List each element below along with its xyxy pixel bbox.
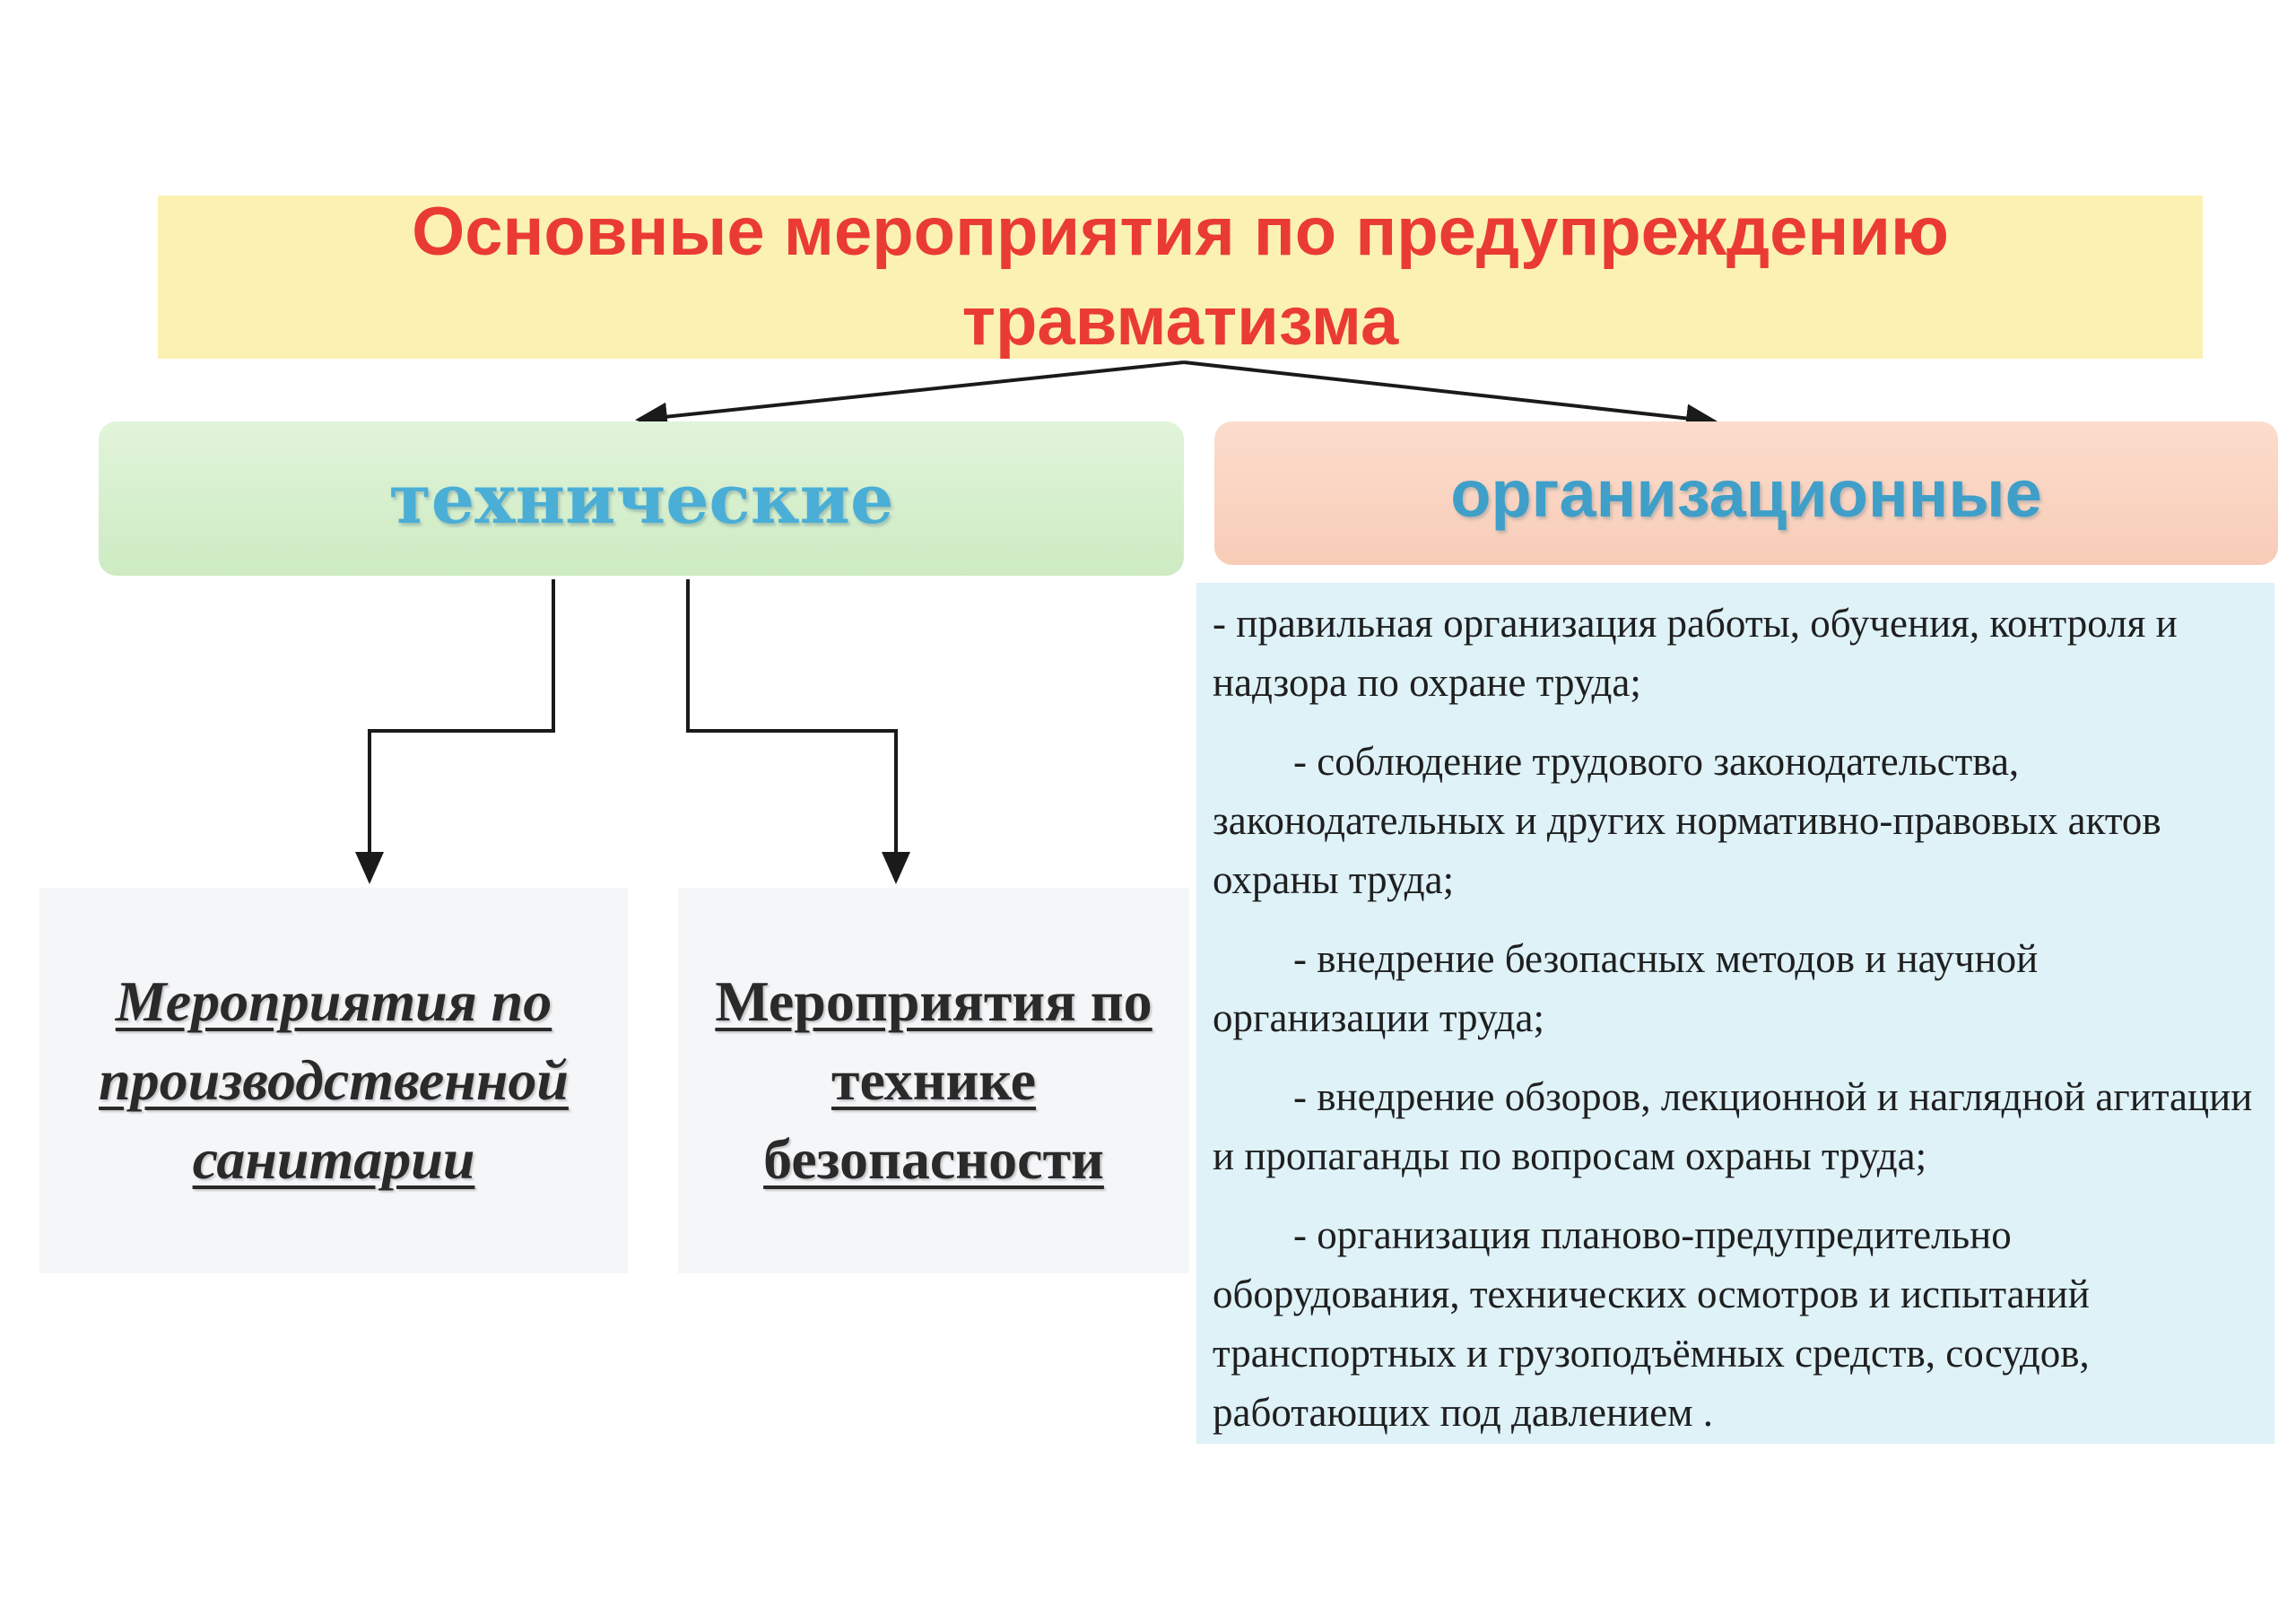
category-technical-label: технические [388, 458, 894, 539]
technical-item-sanitation-box: Мероприятия по производственной санитари… [39, 888, 628, 1273]
organizational-items-list: - правильная организация работы, обучени… [1213, 594, 2262, 1462]
category-organizational-label: организационные [1450, 456, 2042, 531]
arrow-title-to-organizational [1183, 360, 1718, 433]
organizational-item: - организация планово-предупредительно о… [1213, 1212, 2090, 1435]
technical-item-safety-box: Мероприятия по технике безопасности [678, 888, 1189, 1273]
organizational-item: - соблюдение трудового законодательства,… [1213, 739, 2161, 902]
category-technical-box: технические [99, 421, 1184, 576]
organizational-items-panel: - правильная организация работы, обучени… [1196, 583, 2274, 1444]
organizational-item: - внедрение обзоров, лекционной и нагляд… [1213, 1074, 2253, 1178]
arrow-technical-to-sanitation [355, 579, 555, 884]
diagram-title-box: Основные мероприятия по предупреждению т… [158, 194, 2203, 360]
arrow-technical-to-safety [686, 579, 910, 884]
organizational-item: - правильная организация работы, обучени… [1213, 601, 2178, 705]
organizational-item: - внедрение безопасных методов и научной… [1213, 936, 2039, 1040]
technical-item-safety: Мероприятия по технике безопасности [715, 969, 1152, 1191]
technical-item-sanitation: Мероприятия по производственной санитари… [99, 969, 569, 1191]
diagram-title: Основные мероприятия по предупреждению т… [412, 194, 1949, 360]
category-organizational-box: организационные [1214, 421, 2278, 565]
arrow-title-to-technical [635, 360, 1185, 431]
